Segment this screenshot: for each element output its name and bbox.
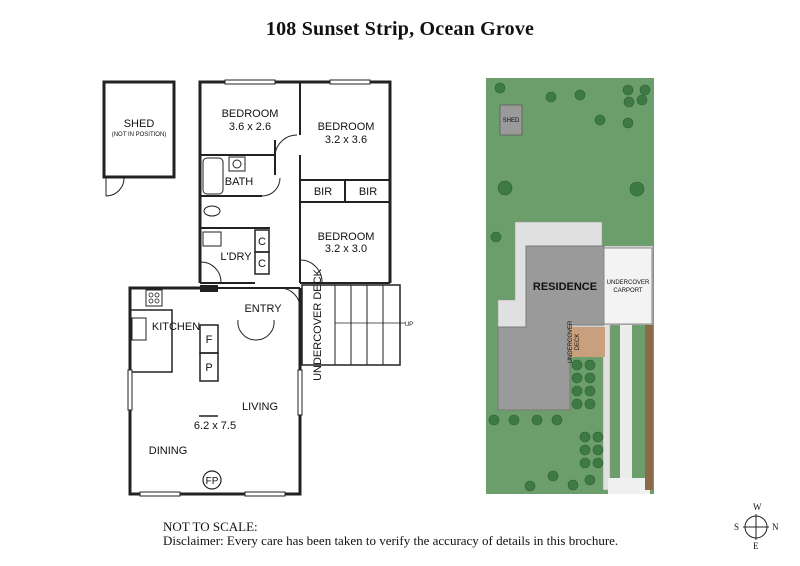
compass-west: W (753, 502, 762, 512)
kitchen-label: KITCHEN (152, 321, 200, 333)
bir-label-1: BIR (314, 186, 332, 198)
entry-label: ENTRY (244, 303, 282, 315)
fireplace-label: FP (206, 476, 219, 487)
bathtub (202, 157, 224, 195)
pantry (199, 352, 219, 382)
compass-south: S (734, 522, 740, 532)
floor-plan-labels: SHED (NOT IN POSITION) BEDROOM 3.6 x 2.6… (112, 108, 413, 487)
living-size: 6.2 x 7.5 (194, 420, 236, 432)
residence-label: RESIDENCE (533, 281, 597, 293)
living-label: LIVING (242, 401, 278, 413)
not-to-scale-note: NOT TO SCALE: (163, 519, 258, 534)
deck-up-label: UP (405, 322, 413, 328)
footer: NOT TO SCALE: Disclaimer: Every care has… (163, 520, 618, 548)
fireplace (202, 470, 222, 490)
toilet (203, 205, 221, 217)
bedroom1-size: 3.6 x 2.6 (229, 121, 271, 133)
bedroom2-size: 3.2 x 3.6 (325, 134, 367, 146)
carport-label-2: CARPORT (613, 288, 643, 294)
cupboard-label-1: C (258, 236, 266, 248)
site-shed-label: SHED (503, 118, 520, 124)
basin (228, 156, 246, 172)
compass-east: E (753, 541, 759, 551)
site-deck-label-2: DECK (575, 334, 581, 351)
kitchen-bench (130, 309, 173, 373)
compass-north: N (772, 522, 779, 532)
carport-label-1: UNDERCOVER (607, 280, 650, 286)
site-plan (486, 78, 654, 494)
compass-icon: W N E S (728, 500, 784, 556)
fridge-label: F (206, 334, 213, 346)
bath-label: BATH (225, 176, 254, 188)
undercover-carport (603, 247, 653, 325)
site-shed (499, 104, 523, 136)
site-deck (570, 327, 605, 357)
cupboard-label-2: C (258, 258, 266, 270)
page-title: 108 Sunset Strip, Ocean Grove (265, 18, 535, 40)
floor-plan (102, 79, 405, 497)
site-deck-label-1: UNDERCOVER (568, 320, 574, 363)
site-labels: SHED RESIDENCE UNDERCOVER CARPORT UNDERC… (503, 118, 650, 363)
disclaimer: Disclaimer: Every care has been taken to… (163, 533, 619, 548)
site-trees (488, 82, 651, 492)
shed-outline (102, 80, 176, 179)
bedroom3-label: BEDROOM (318, 231, 375, 243)
laundry-label: L'DRY (220, 251, 252, 263)
bedroom3-size: 3.2 x 3.0 (325, 243, 367, 255)
shed-note: (NOT IN POSITION) (112, 132, 167, 138)
deck-label: UNDERCOVER DECK (312, 268, 324, 381)
shed-label: SHED (124, 118, 155, 130)
dining-label: DINING (149, 445, 188, 457)
exterior-wall-living (128, 286, 302, 496)
pantry-label: P (205, 362, 212, 374)
shed-door (105, 176, 125, 197)
hedge-strip (645, 325, 653, 490)
bedroom1-label: BEDROOM (222, 108, 279, 120)
bedroom2-label: BEDROOM (318, 121, 375, 133)
bir-label-2: BIR (359, 186, 377, 198)
